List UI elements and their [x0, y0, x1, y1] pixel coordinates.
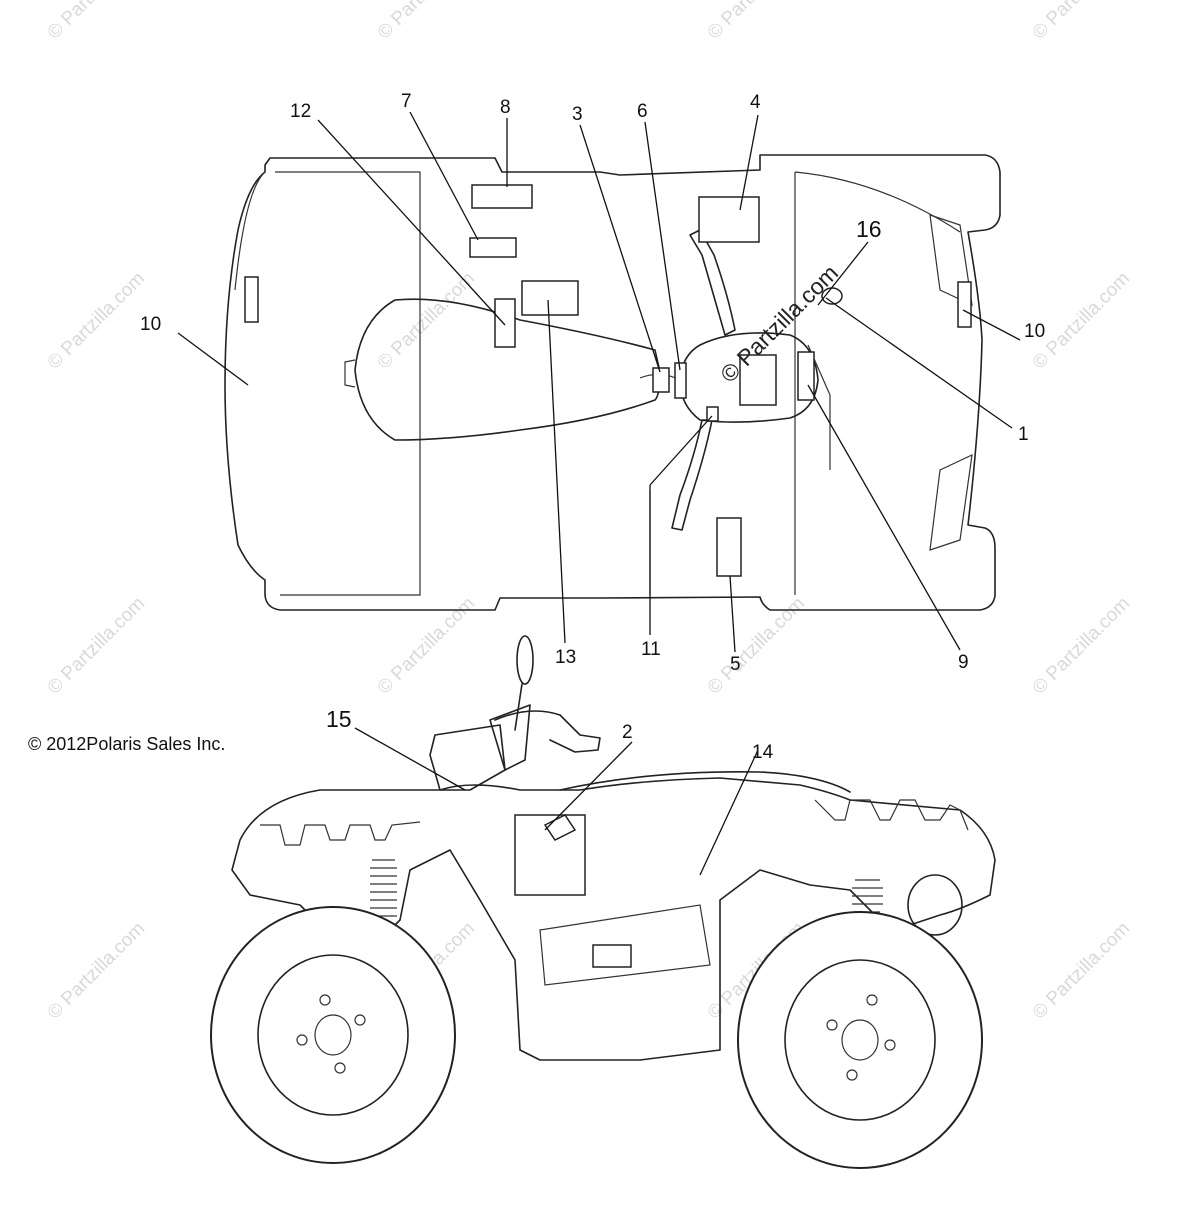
top-view-body-outline	[224, 154, 1001, 611]
leader-3	[579, 124, 661, 373]
decal-front-reflector	[957, 281, 972, 328]
rear-rack-teeth	[814, 799, 969, 831]
decal-3	[652, 367, 670, 393]
left-handlebar	[671, 419, 713, 531]
fender-line-2	[807, 344, 831, 470]
leader-11b	[649, 415, 713, 486]
front-vent-upper	[929, 214, 973, 307]
watermark: © Partzilla.com	[1029, 0, 1134, 44]
headlight-pod	[489, 704, 531, 771]
watermark: © Partzilla.com	[44, 918, 149, 1023]
callout-12: 12	[290, 101, 311, 122]
mirror-stem	[514, 683, 523, 731]
decal-5	[716, 517, 742, 577]
atv-top-view	[224, 154, 1001, 611]
watermark: © Partzilla.com	[374, 268, 479, 373]
leader-4	[739, 114, 759, 211]
watermark: © Partzilla.com	[44, 593, 149, 698]
leader-5	[729, 575, 736, 653]
callout-4: 4	[750, 92, 761, 113]
callout-10-right: 10	[1024, 321, 1045, 342]
copyright-notice: © 2012Polaris Sales Inc.	[28, 734, 225, 754]
callout-9: 9	[958, 652, 969, 673]
watermark: © Partzilla.com	[704, 0, 809, 44]
atv-side-view	[210, 635, 996, 1169]
decal-side-plate	[592, 944, 632, 968]
front-rack-curve	[794, 171, 961, 233]
seat-tab	[344, 359, 356, 388]
watermark: © Partzilla.com	[1029, 593, 1134, 698]
decal-11	[706, 406, 719, 422]
callout-13: 13	[555, 647, 576, 668]
front-vent-lower	[929, 453, 973, 551]
callout-16: 16	[856, 216, 882, 242]
callout-7: 7	[401, 91, 412, 112]
leader-10b	[962, 309, 1021, 341]
callout-8: 8	[500, 97, 511, 118]
side-body-outline	[231, 777, 996, 1061]
watermark: © Partzilla.com	[44, 268, 149, 373]
leader-1	[825, 297, 1013, 429]
callout-10-left: 10	[140, 314, 161, 335]
rear-rack-curve	[234, 171, 266, 291]
rear-rack-line	[275, 171, 421, 596]
leader-10a	[177, 332, 249, 386]
leader-14	[699, 749, 759, 876]
right-handlebar	[689, 229, 736, 336]
watermark: © Partzilla.com	[704, 593, 809, 698]
callout-6: 6	[637, 101, 648, 122]
leader-2	[544, 741, 633, 831]
front-wheel	[210, 906, 456, 1164]
callout-5: 5	[730, 654, 741, 675]
decal-13	[521, 280, 579, 316]
leader-12	[317, 119, 506, 326]
callout-15: 15	[326, 706, 352, 732]
seat-outline	[354, 298, 661, 441]
decal-6	[674, 362, 687, 399]
handlebar-side	[494, 710, 601, 753]
leader-6	[644, 121, 681, 371]
leader-lines	[177, 111, 1021, 876]
decal-7	[469, 237, 517, 258]
decal-8	[471, 184, 533, 209]
decal-console	[739, 354, 777, 406]
mirror	[516, 635, 534, 685]
callout-3: 3	[572, 104, 583, 125]
callout-14: 14	[752, 742, 774, 763]
watermark: © Partzilla.com	[374, 593, 479, 698]
exhaust-muffler	[907, 874, 963, 936]
callout-labels: 1 2 3 4 5 6 7 8 9 10 10 11 12 13 14 15 1…	[140, 91, 1045, 763]
leader-9	[807, 384, 961, 651]
callout-11: 11	[641, 639, 661, 660]
decal-4	[698, 196, 760, 243]
watermark: © Partzilla.com	[1029, 918, 1134, 1023]
watermark: © Partzilla.com	[44, 0, 149, 44]
rear-wheel	[737, 911, 983, 1169]
decal-12	[494, 298, 516, 348]
side-seat	[559, 771, 851, 793]
front-rack-teeth	[260, 821, 421, 846]
callout-2: 2	[622, 722, 633, 743]
leader-7	[409, 111, 479, 241]
decal-rear-reflector	[244, 276, 259, 323]
leader-15	[354, 727, 466, 791]
decal-9	[797, 351, 815, 401]
side-panel-line	[539, 904, 711, 986]
leader-13	[547, 299, 566, 644]
watermark: © Partzilla.com	[374, 0, 479, 44]
leader-16	[817, 241, 869, 306]
decal-2-tag	[543, 814, 577, 841]
callout-1: 1	[1018, 424, 1029, 445]
rear-shock	[852, 879, 883, 913]
